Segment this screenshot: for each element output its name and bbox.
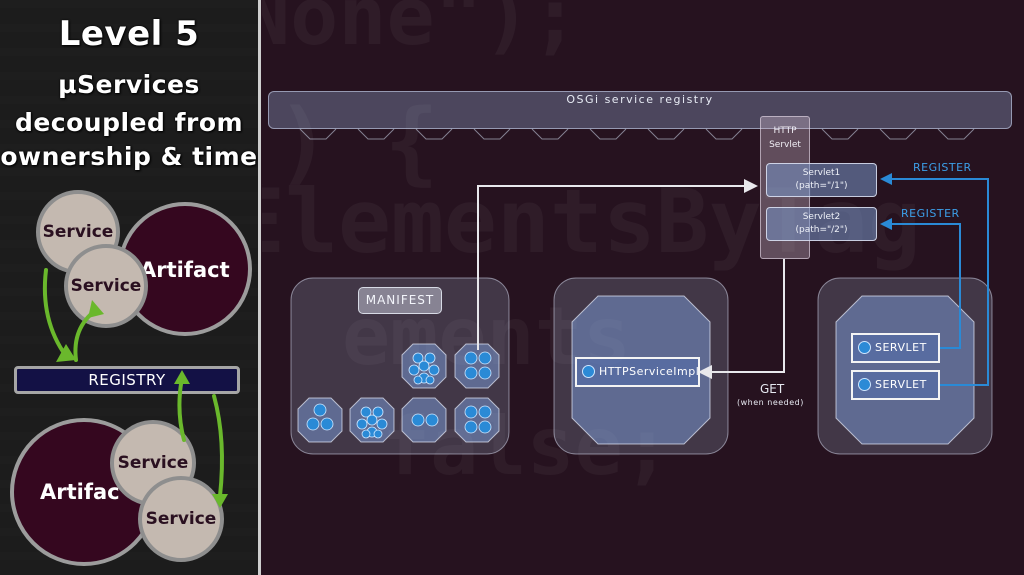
green-arrow-down-left xyxy=(42,268,68,358)
service-label: Service xyxy=(117,453,189,473)
manifest-to-http-arrow xyxy=(477,185,748,350)
register-arrow-1 xyxy=(888,178,989,386)
bundle-octagon xyxy=(454,397,500,443)
http-service-impl-item: HTTPServiceImpl xyxy=(575,357,700,387)
register-arrow-2 xyxy=(888,223,961,349)
registry-label: REGISTRY xyxy=(88,371,166,389)
left-panel: Level 5 µServices decoupled from ownersh… xyxy=(0,0,261,575)
servlet-item-2: SERVLET xyxy=(851,370,940,400)
osgi-registry-bar xyxy=(268,91,1012,129)
artifact-label-bottom: Artifac xyxy=(40,480,120,504)
osgi-registry-label: OSGi service registry xyxy=(566,93,714,106)
get-sublabel: (when needed) xyxy=(737,398,804,407)
register-label-1: REGISTER xyxy=(913,161,972,174)
servlet1-name: Servlet1 xyxy=(802,168,841,178)
service-circle-4: Service xyxy=(138,476,224,562)
artifact-label-top: Artifact xyxy=(140,258,230,282)
service-dot-icon xyxy=(858,341,871,354)
service-label: Service xyxy=(70,276,142,296)
servlet1-path: (path="/1") xyxy=(795,181,848,191)
green-arrow-down-right xyxy=(212,394,224,498)
registry-bar: REGISTRY xyxy=(14,366,240,394)
green-arrows xyxy=(42,268,228,508)
subtitle-line-2: decoupled from xyxy=(14,108,244,137)
servlet-item-1: SERVLET xyxy=(851,333,940,363)
subtitle-line-3: ownership & time xyxy=(0,142,258,171)
register-label-2: REGISTER xyxy=(901,207,960,220)
subtitle-line-1: µServices xyxy=(58,70,200,99)
service-label: Service xyxy=(42,222,114,242)
bundle-octagon xyxy=(454,343,500,389)
service-dot-icon xyxy=(582,365,595,378)
level-title: Level 5 xyxy=(58,14,200,54)
service-circle-2: Service xyxy=(64,244,148,328)
servlet2-name: Servlet2 xyxy=(802,212,841,222)
servlet2-path: (path="/2") xyxy=(795,225,848,235)
http-service-octagon xyxy=(571,295,711,445)
http-servlet-label: HTTP Servlet xyxy=(769,126,801,150)
servlet1-box: Servlet1 (path="/1") xyxy=(766,163,877,197)
manifest-tag: MANIFEST xyxy=(358,287,442,314)
servlet2-box: Servlet2 (path="/2") xyxy=(766,207,877,241)
service-label: Service xyxy=(145,509,217,529)
bundle-octagon xyxy=(297,397,343,443)
get-arrow xyxy=(708,259,785,373)
service-dot-icon xyxy=(858,378,871,391)
get-label: GET xyxy=(760,382,785,396)
